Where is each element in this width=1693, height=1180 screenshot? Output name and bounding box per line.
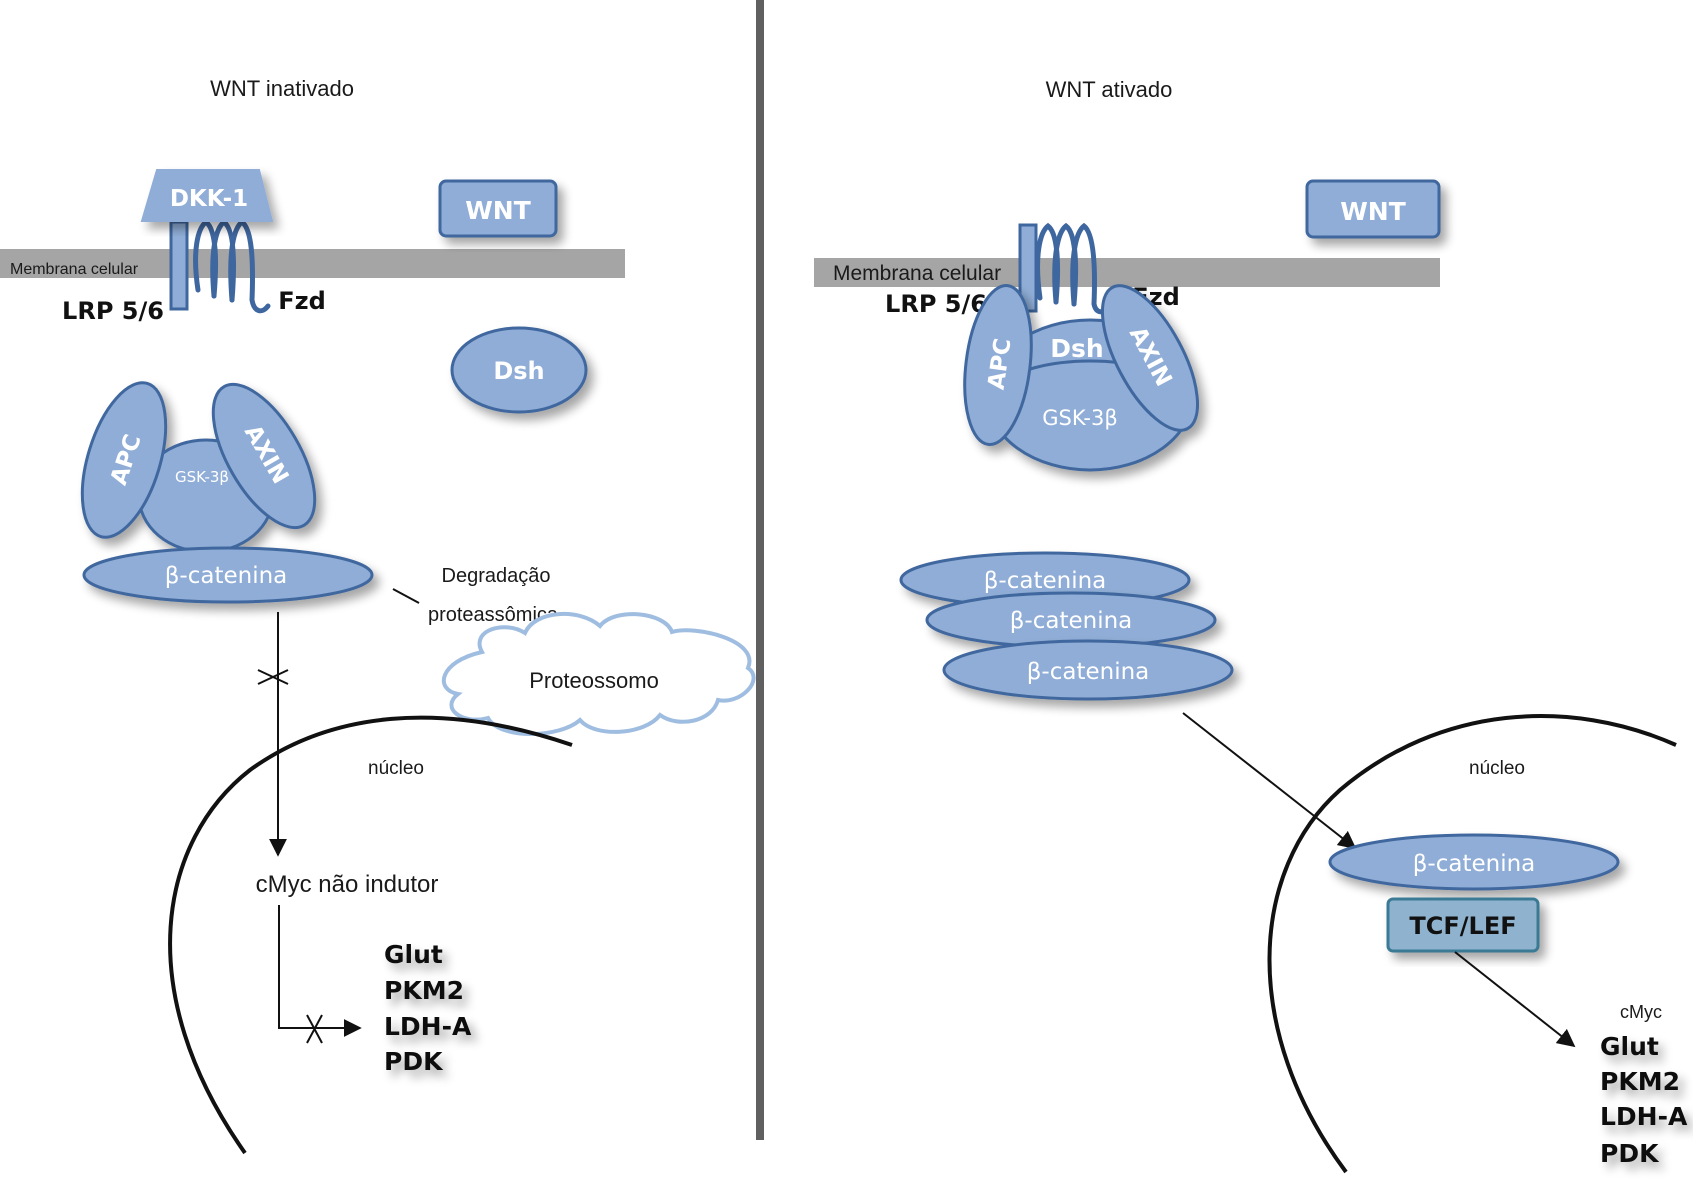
gene-block-mark — [306, 1014, 323, 1044]
dkk1-label: DKK-1 — [170, 186, 248, 212]
translocation-block-mark — [257, 669, 289, 685]
left-lrp-receptor — [169, 220, 189, 311]
nuclear-beta-catenin-label: β-catenina — [1413, 851, 1536, 877]
tcf-lef-label: TCF/LEF — [1409, 912, 1516, 940]
right-gene-list: Glut PKM2 LDH-A PDK — [1600, 1032, 1688, 1168]
left-gene-pdk: PDK — [384, 1047, 444, 1076]
right-wnt-label: WNT — [1340, 197, 1406, 226]
right-title: WNT ativado — [1046, 77, 1173, 102]
right-fzd-receptor — [1035, 222, 1113, 315]
tcf-lef-factor — [1386, 897, 1540, 953]
left-gene-ldha: LDH-A — [384, 1012, 472, 1041]
right-panel: WNT ativado WNT Membrana celular LRP 5/6… — [814, 77, 1688, 1174]
left-gene-glut: Glut — [384, 940, 443, 969]
right-gene-pkm2: PKM2 — [1600, 1067, 1680, 1096]
right-signalosome — [963, 284, 1200, 472]
right-wnt-ligand — [1305, 179, 1441, 239]
right-gene-pdk: PDK — [1600, 1139, 1660, 1168]
degradation-connector — [392, 588, 420, 604]
left-beta-catenin-label: β-catenina — [165, 563, 288, 589]
left-nucleus-envelope — [168, 715, 573, 1155]
right-membrane-label: Membrana celular — [833, 262, 1001, 285]
left-fzd-label: Fzd — [278, 287, 326, 315]
right-membrane — [814, 258, 1440, 287]
left-wnt-ligand — [438, 179, 558, 238]
right-translocation-arrow — [1182, 712, 1357, 850]
left-title: WNT inativado — [210, 76, 354, 101]
left-cmyc-label: cMyc não indutor — [256, 871, 439, 898]
left-gene-pkm2: PKM2 — [384, 976, 464, 1005]
right-nucleus-label: núcleo — [1469, 758, 1525, 779]
beta-catenin-stack-label-2: β-catenina — [1010, 608, 1133, 634]
left-lrp-label: LRP 5/6 — [62, 297, 164, 325]
left-panel: WNT inativado Membrana celular DKK-1 LRP… — [0, 76, 756, 1155]
proteasome-label: Proteossomo — [529, 668, 659, 693]
left-gene-arrow — [278, 905, 362, 1037]
left-dsh — [450, 326, 588, 414]
beta-catenin-stack-label-1: β-catenina — [984, 568, 1107, 594]
right-gene-glut: Glut — [1600, 1032, 1659, 1061]
right-cmyc-label: cMyc — [1620, 1002, 1662, 1022]
nuclear-beta-catenin — [1328, 833, 1620, 891]
left-membrane — [0, 249, 625, 278]
degradation-label-2: proteassômica — [428, 604, 559, 626]
left-membrane-label: Membrana celular — [10, 261, 139, 278]
right-dsh-label: Dsh — [1050, 334, 1103, 363]
left-wnt-label: WNT — [465, 196, 531, 225]
left-nucleus-label: núcleo — [368, 758, 424, 779]
dkk1-inhibitor — [140, 169, 274, 222]
beta-catenin-stack-bottom — [942, 639, 1234, 701]
right-lrp-label: LRP 5/6 — [885, 290, 987, 318]
right-gene-ldha: LDH-A — [1600, 1102, 1688, 1131]
right-nucleus-envelope — [1267, 714, 1677, 1174]
right-gsk-label: GSK-3β — [1042, 406, 1118, 430]
beta-catenin-stack-label-3: β-catenina — [1027, 659, 1150, 685]
left-gsk-label: GSK-3β — [175, 468, 229, 486]
left-dsh-label: Dsh — [493, 357, 544, 385]
left-destruction-complex — [80, 381, 374, 604]
right-transcription-arrow — [1454, 951, 1576, 1048]
degradation-label-1: Degradação — [442, 565, 551, 587]
left-gene-list: Glut PKM2 LDH-A PDK — [384, 940, 472, 1076]
